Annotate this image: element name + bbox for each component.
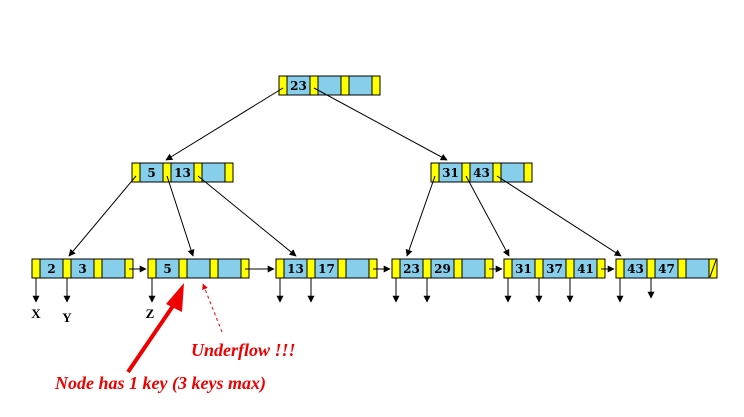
pointer-slot	[309, 75, 319, 96]
pointer-slot	[534, 258, 544, 279]
key-slot	[685, 258, 710, 279]
edge-5-13-to-leaf-5	[166, 175, 195, 257]
leaf-23-29: 23 29	[391, 258, 494, 279]
leaf-key-2: 3	[78, 262, 86, 276]
pointer-slot	[224, 162, 234, 183]
pointer-slot	[62, 258, 72, 279]
pointer-slot	[391, 258, 401, 279]
pointer-slot	[147, 258, 157, 279]
leaf-key-1: 23	[403, 262, 420, 276]
node-key-1: 31	[442, 166, 459, 180]
edge-root-right	[313, 87, 448, 161]
null-pointer-slash	[709, 259, 717, 278]
node-note-label: Node has 1 key (3 keys max)	[54, 373, 266, 394]
key-slot	[348, 75, 373, 96]
leaf-31-37-41: 31 37 41	[503, 258, 606, 279]
tree-edges	[68, 87, 622, 257]
edge-31-43-to-leaf-31-37-41	[465, 175, 510, 257]
key-slot	[217, 258, 242, 279]
pointer-label-y: Y	[62, 310, 72, 325]
key-slot	[461, 258, 486, 279]
node-5-13: 5 13	[131, 162, 234, 183]
leaf-5: 5	[147, 258, 250, 279]
leaf-2-3: 2 3	[31, 258, 134, 279]
pointer-slot	[31, 258, 41, 279]
pointer-slot	[340, 75, 350, 96]
pointer-slot	[453, 258, 463, 279]
edge-5-13-to-leaf-13-17	[197, 175, 297, 257]
edge-root-left	[165, 87, 284, 161]
pointer-slot	[306, 258, 316, 279]
leaf-key-3: 41	[577, 262, 594, 276]
node-key-1: 5	[147, 166, 155, 180]
root-key-1: 23	[290, 79, 307, 93]
leaf-key-2: 17	[318, 262, 335, 276]
key-slot	[101, 258, 126, 279]
pointer-slot	[615, 258, 625, 279]
leaf-13-17: 13 17	[275, 258, 378, 279]
pointer-slot	[178, 258, 188, 279]
leaf-key-1: 13	[287, 262, 304, 276]
leaf-key-1: 5	[163, 262, 171, 276]
leaf-key-2: 47	[658, 262, 675, 276]
leaf-43-47: 43 47	[615, 258, 718, 279]
node-note-bold-arrow	[126, 283, 184, 374]
key-slot	[345, 258, 370, 279]
pointer-slot	[93, 258, 103, 279]
bold-arrow-head	[166, 283, 184, 312]
pointer-slot	[646, 258, 656, 279]
node-key-2: 13	[174, 166, 191, 180]
key-slot	[186, 258, 211, 279]
leaf-key-1: 31	[515, 262, 532, 276]
pointer-slot	[337, 258, 347, 279]
underflow-dashed-arrow	[202, 283, 223, 333]
node-31-43: 31 43	[430, 162, 533, 183]
pointer-label-z: Z	[146, 306, 155, 321]
underflow-label: Underflow !!!	[191, 340, 296, 360]
edge-5-13-to-leaf-2-3	[68, 175, 137, 257]
pointer-slot	[278, 75, 288, 96]
leaf-key-1: 2	[47, 262, 55, 276]
pointer-slot	[275, 258, 285, 279]
edge-31-43-to-leaf-43-47	[496, 175, 622, 257]
leaf-key-1: 43	[627, 262, 644, 276]
bold-arrow-shaft	[126, 301, 177, 374]
leaf-key-2: 37	[546, 262, 563, 276]
node-key-2: 43	[473, 166, 490, 180]
pointer-slot	[523, 162, 533, 183]
pointer-slot	[503, 258, 513, 279]
pointer-slot	[209, 258, 219, 279]
pointer-slot	[430, 162, 440, 183]
pointer-slot	[677, 258, 687, 279]
pointer-slot	[193, 162, 203, 183]
data-pointers	[32, 278, 655, 303]
pointer-slot	[371, 75, 381, 96]
key-slot	[500, 162, 525, 183]
pointer-slot	[565, 258, 575, 279]
pointer-label-x: X	[31, 306, 41, 321]
pointer-slot	[461, 162, 471, 183]
pointer-slot	[162, 162, 172, 183]
pointer-slot	[422, 258, 432, 279]
key-slot	[201, 162, 226, 183]
edge-31-43-to-leaf-23-29	[405, 175, 436, 257]
pointer-slot	[492, 162, 502, 183]
leaf-key-2: 29	[434, 262, 451, 276]
root-node: 23	[278, 75, 381, 96]
